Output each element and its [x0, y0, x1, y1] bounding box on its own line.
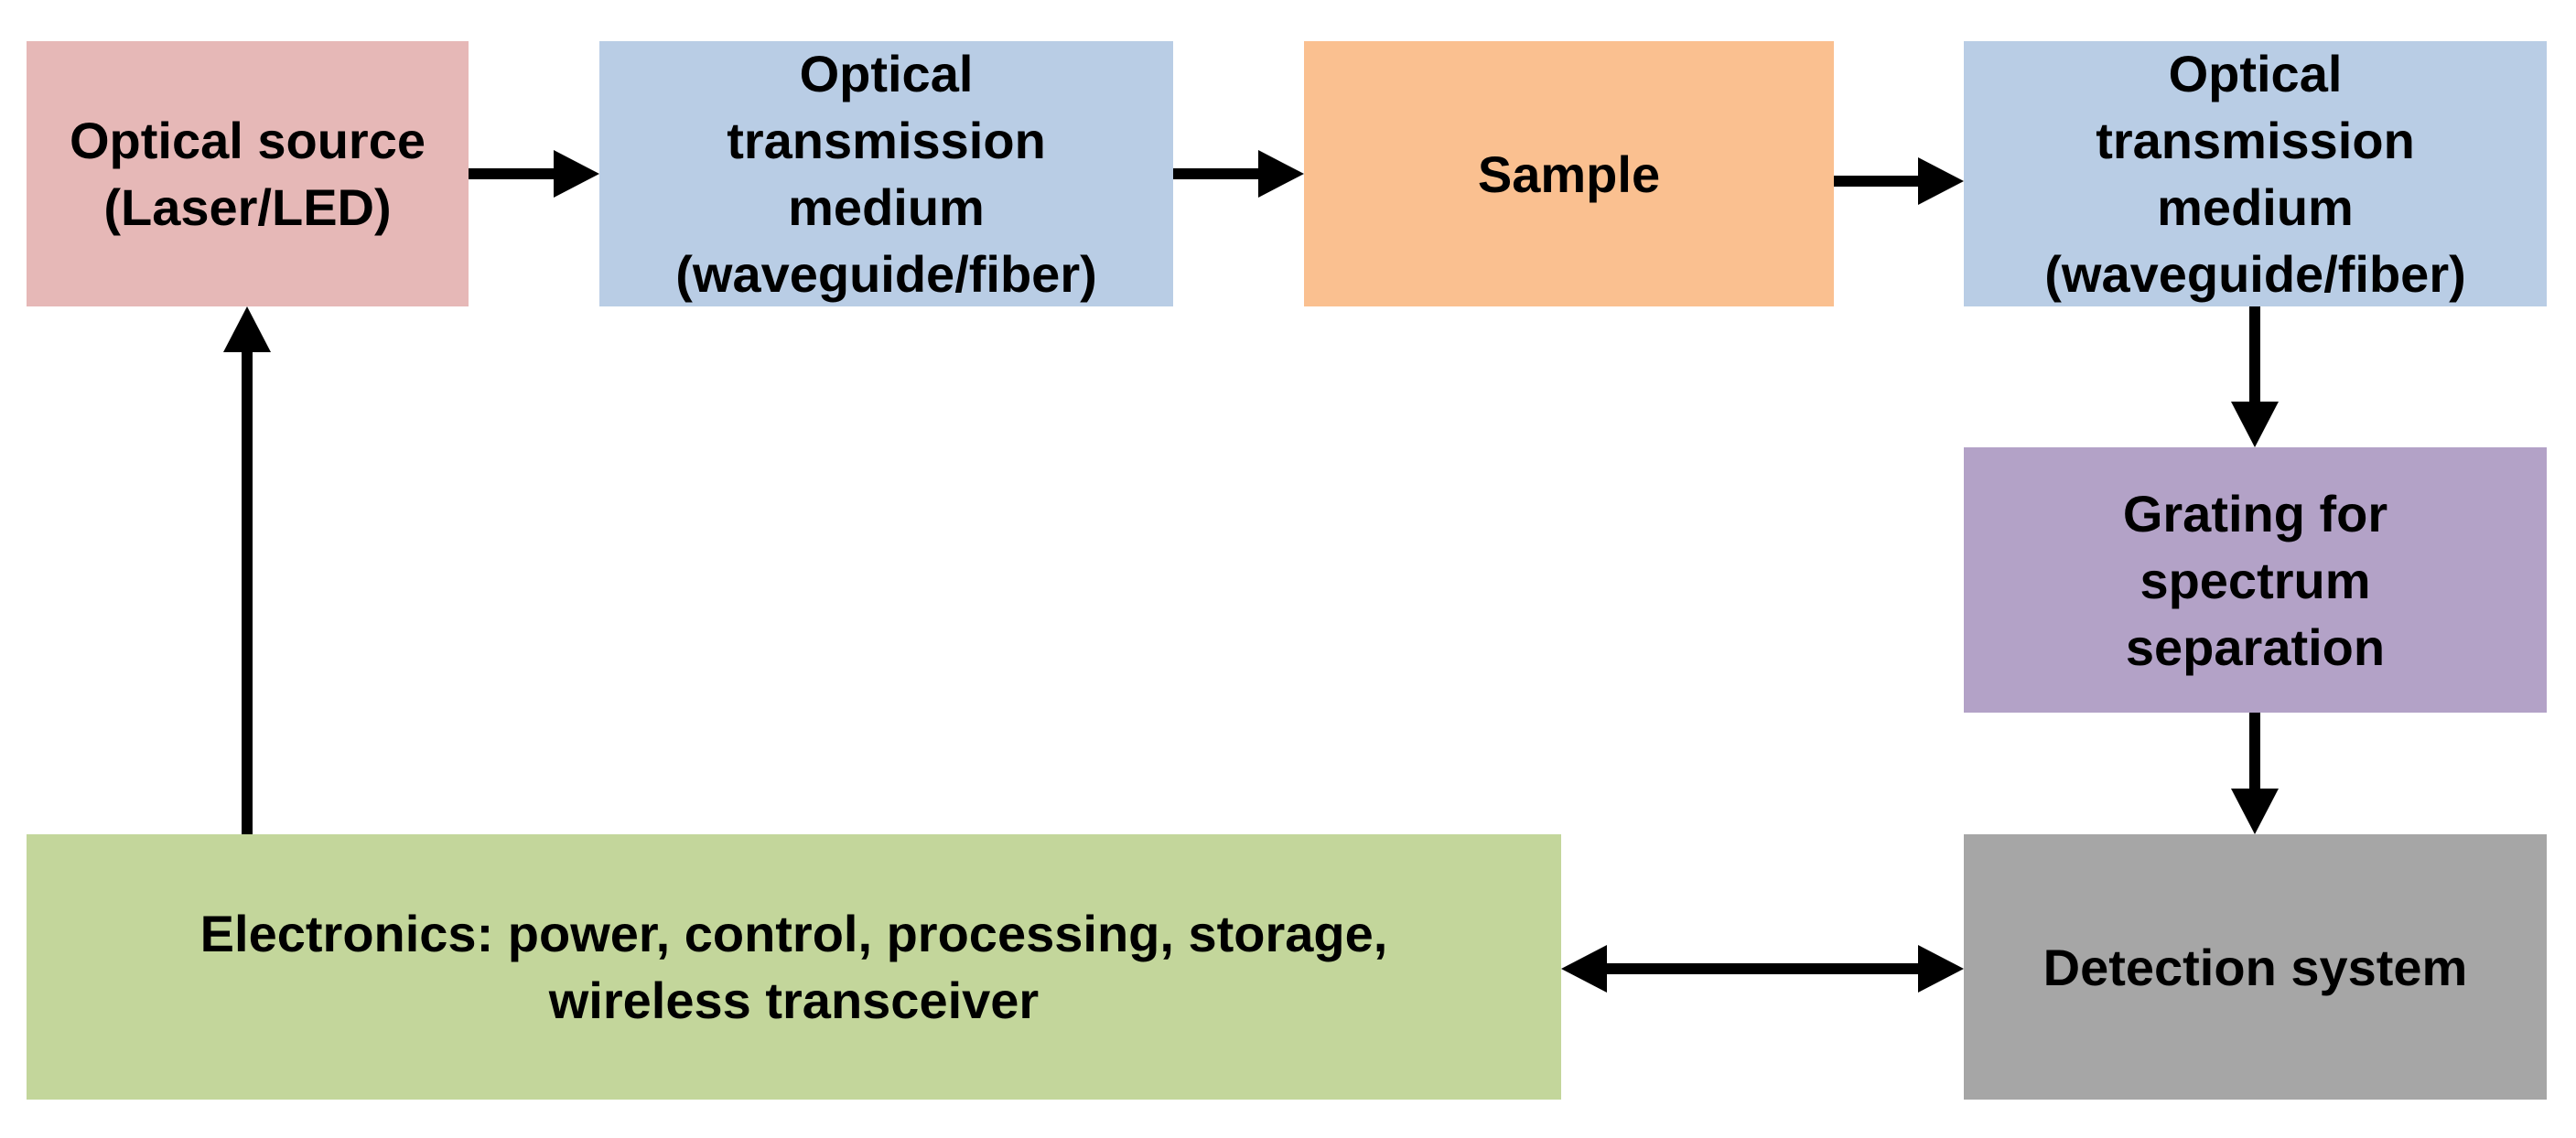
label-line: spectrum: [2139, 551, 2371, 609]
arrow-sample-to-transmission-2: [1834, 157, 1964, 205]
grating-box: Grating for spectrum separation: [1964, 447, 2547, 713]
label-line: (Laser/LED): [103, 178, 392, 236]
sample-box: Sample: [1304, 41, 1834, 306]
optical-transmission-medium-box-2: Optical transmission medium (waveguide/f…: [1964, 41, 2547, 306]
arrow-transmission-2-to-grating: [2231, 306, 2279, 447]
arrow-grating-to-detection: [2231, 713, 2279, 834]
optical-transmission-medium-box-1: Optical transmission medium (waveguide/f…: [599, 41, 1173, 306]
optical-transmission-medium-label-2: Optical transmission medium (waveguide/f…: [2044, 40, 2466, 307]
label-line: transmission: [2096, 112, 2415, 169]
electronics-box: Electronics: power, control, processing,…: [27, 834, 1561, 1100]
label-line: wireless transceiver: [548, 972, 1040, 1029]
grating-label: Grating for spectrum separation: [2123, 480, 2387, 681]
label-line: transmission: [727, 112, 1046, 169]
arrow-source-to-transmission-1: [469, 150, 599, 198]
electronics-label: Electronics: power, control, processing,…: [200, 900, 1388, 1034]
label-line: Optical: [799, 45, 974, 102]
label-line: (waveguide/fiber): [2044, 245, 2466, 303]
label-line: medium: [2157, 178, 2354, 236]
detection-system-box: Detection system: [1964, 834, 2547, 1100]
label-line: medium: [788, 178, 985, 236]
arrow-transmission-1-to-sample: [1173, 150, 1304, 198]
label-line: Grating for: [2122, 484, 2388, 542]
label-line: separation: [2125, 617, 2386, 676]
label-line: Optical source: [69, 112, 426, 169]
label-line: Detection system: [2042, 938, 2468, 996]
arrow-electronics-to-source: [223, 306, 271, 834]
label-line: Optical: [2168, 45, 2343, 102]
sample-label: Sample: [1478, 141, 1660, 208]
label-line: Sample: [1477, 145, 1661, 203]
optical-transmission-medium-label-1: Optical transmission medium (waveguide/f…: [675, 40, 1097, 307]
arrow-electronics-detection-bidirectional: [1561, 945, 1964, 993]
label-line: (waveguide/fiber): [675, 245, 1097, 303]
optical-source-box: Optical source (Laser/LED): [27, 41, 469, 306]
detection-system-label: Detection system: [2043, 934, 2468, 1001]
label-line: Electronics: power, control, processing,…: [199, 905, 1388, 962]
optical-source-label: Optical source (Laser/LED): [70, 107, 426, 241]
